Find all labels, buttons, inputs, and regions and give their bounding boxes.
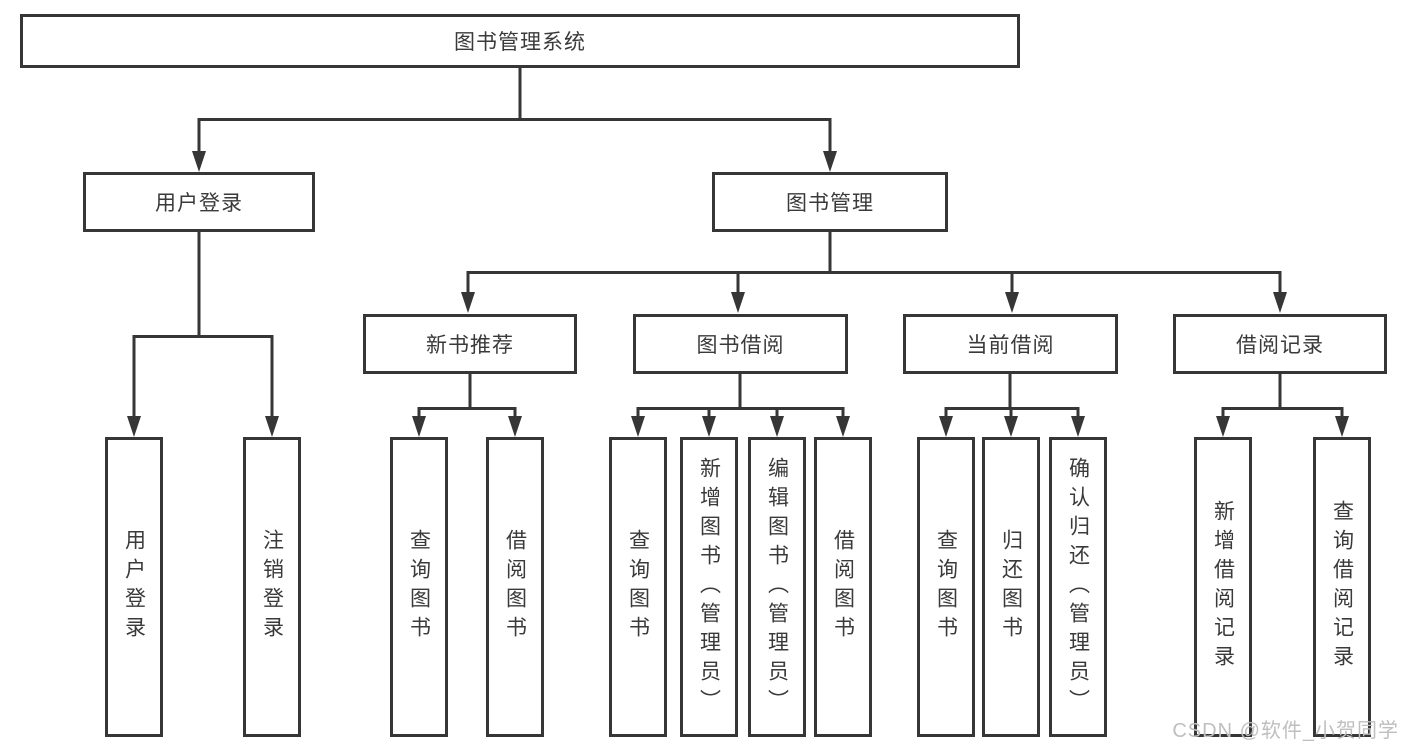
leaf-confirm-return-admin: 确认归还（管理员） — [1049, 437, 1107, 737]
leaf-label: 查询图书 — [407, 529, 431, 645]
arrowhead-leaf — [1071, 416, 1085, 437]
leaf-label: 确认归还（管理员） — [1066, 456, 1090, 718]
leaf-edit-books-admin: 编辑图书（管理员） — [748, 437, 806, 737]
leaf-query-books-3: 查询图书 — [917, 437, 975, 737]
leaf-label: 借阅图书 — [503, 529, 527, 645]
leaf-query-books-1: 查询图书 — [390, 437, 448, 737]
node-book-borrow: 图书借阅 — [633, 314, 848, 374]
arrowhead-leaf — [836, 416, 850, 437]
arrowhead-leaf — [1004, 416, 1018, 437]
arrowhead-user-login — [192, 151, 206, 172]
connector-user-login-children — [132, 232, 274, 418]
csdn-watermark: CSDN @软件_小贺同学 — [1172, 720, 1399, 742]
node-borrow-records: 借阅记录 — [1173, 314, 1387, 374]
arrowhead-book-management — [823, 151, 837, 172]
arrowhead-leaf — [508, 416, 522, 437]
arrowhead-leaf-logout — [265, 416, 279, 437]
arrowhead-current-borrow — [1005, 292, 1019, 313]
leaf-label: 借阅图书 — [831, 529, 855, 645]
connector-root-to-level2 — [197, 68, 832, 153]
node-user-login: 用户登录 — [83, 172, 315, 232]
node-new-book-recommend: 新书推荐 — [363, 314, 577, 374]
leaf-borrow-books-1: 借阅图书 — [486, 437, 544, 737]
arrowhead-borrow-records — [1273, 292, 1287, 313]
connector-current-borrow-children — [944, 374, 1080, 418]
node-new-book-recommend-label: 新书推荐 — [426, 334, 514, 357]
connector-new-book-recommend-children — [417, 374, 517, 418]
connector-borrow-records-children — [1221, 374, 1344, 418]
node-book-borrow-label: 图书借阅 — [696, 334, 785, 357]
leaf-label: 查询图书 — [934, 529, 958, 645]
arrowhead-leaf — [631, 416, 645, 437]
arrowhead-leaf — [770, 416, 784, 437]
leaf-return-books: 归还图书 — [982, 437, 1040, 737]
arrowhead-leaf — [412, 416, 426, 437]
node-library-system: 图书管理系统 — [20, 14, 1020, 68]
leaf-query-borrow-record: 查询借阅记录 — [1313, 437, 1371, 737]
leaf-add-books-admin: 新增图书（管理员） — [680, 437, 738, 737]
leaf-label: 新增图书（管理员） — [697, 456, 721, 718]
leaf-label: 新增借阅记录 — [1211, 500, 1235, 674]
leaf-label: 归还图书 — [999, 529, 1023, 645]
leaf-label: 编辑图书（管理员） — [765, 456, 789, 718]
leaf-logout: 注销登录 — [243, 437, 301, 737]
arrowhead-leaf — [939, 416, 953, 437]
arrowhead-book-borrow — [731, 292, 745, 313]
node-current-borrow: 当前借阅 — [903, 314, 1118, 374]
node-library-system-label: 图书管理系统 — [454, 31, 586, 54]
node-book-management: 图书管理 — [712, 172, 948, 232]
node-user-login-label: 用户登录 — [155, 192, 243, 215]
leaf-query-books-2: 查询图书 — [609, 437, 667, 737]
leaf-label: 查询图书 — [626, 529, 650, 645]
node-borrow-records-label: 借阅记录 — [1236, 334, 1324, 357]
node-current-borrow-label: 当前借阅 — [966, 334, 1055, 357]
connector-book-management-children — [466, 232, 1282, 294]
arrowhead-leaf — [1216, 416, 1230, 437]
arrowhead-leaf-login — [127, 416, 141, 437]
arrowhead-leaf — [702, 416, 716, 437]
leaf-label: 查询借阅记录 — [1330, 500, 1354, 674]
leaf-label: 用户登录 — [122, 529, 146, 645]
leaf-add-borrow-record: 新增借阅记录 — [1194, 437, 1252, 737]
connector-book-borrow-children — [636, 374, 845, 418]
arrowhead-new-book-recommend — [461, 292, 475, 313]
leaf-borrow-books-2: 借阅图书 — [814, 437, 872, 737]
node-book-management-label: 图书管理 — [786, 192, 874, 215]
leaf-label: 注销登录 — [260, 529, 284, 645]
leaf-user-login: 用户登录 — [105, 437, 163, 737]
arrowhead-leaf — [1335, 416, 1349, 437]
